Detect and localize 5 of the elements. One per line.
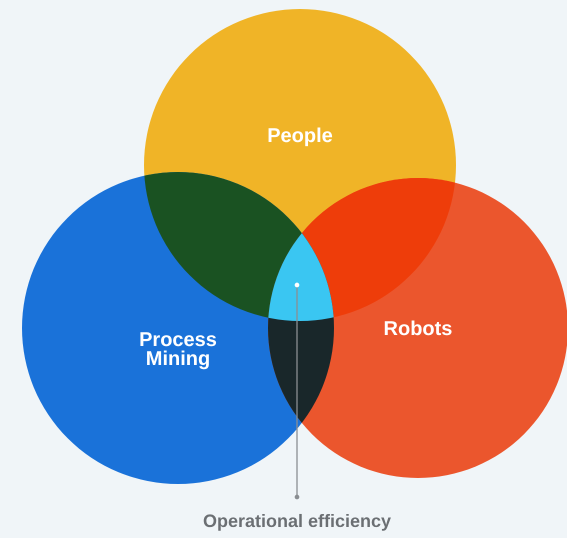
leader-line	[294, 282, 300, 500]
circle-label: Process Mining	[138, 331, 218, 369]
callout-text: Operational efficiency	[202, 511, 392, 532]
circle-label: People	[266, 127, 334, 146]
circle-label: Robots	[382, 320, 454, 339]
